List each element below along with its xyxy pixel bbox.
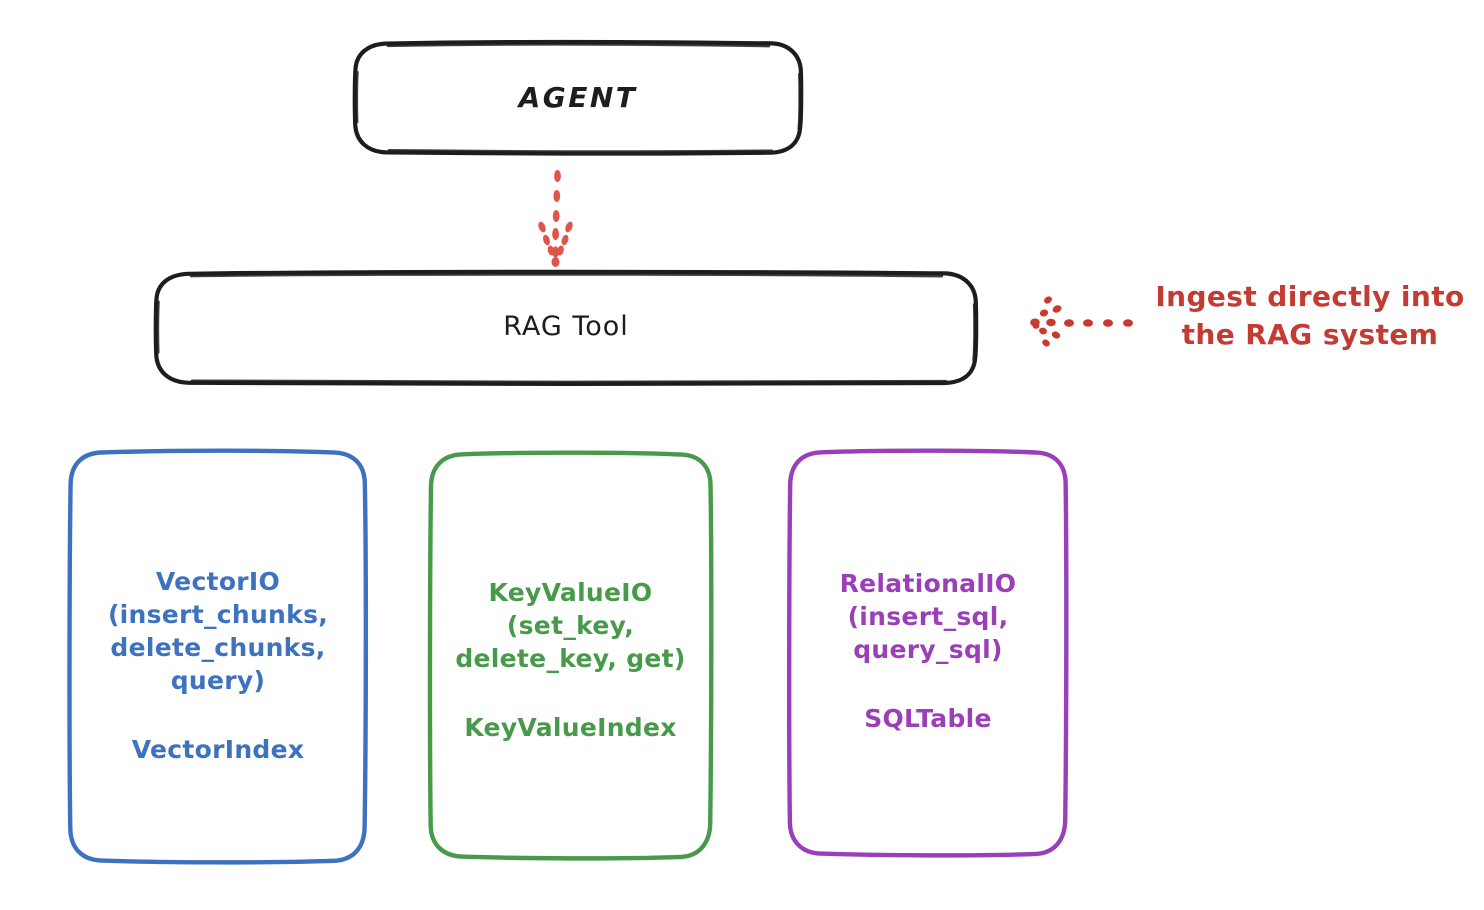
- key-value-io-label: KeyValueIO (set_key, delete_key, get): [455, 577, 686, 673]
- relational-io-content: RelationalIO (insert_sql, query_sql) SQL…: [790, 567, 1066, 733]
- agent-to-rag-tool-arrow: [538, 170, 573, 267]
- vector-io-box-outline: [67, 448, 369, 865]
- relational-io-label: RelationalIO (insert_sql, query_sql): [839, 569, 1017, 664]
- vector-index-label: VectorIndex: [131, 735, 305, 764]
- key-value-index-label: KeyValueIndex: [464, 712, 677, 742]
- vector-io-label: VectorIO (insert_chunks, delete_chunks, …: [107, 567, 329, 695]
- relational-io-node[interactable]: RelationalIO (insert_sql, query_sql) SQL…: [790, 450, 1066, 856]
- agent-box-outline: [352, 39, 804, 156]
- key-value-io-content: KeyValueIO (set_key, delete_key, get) Ke…: [430, 576, 711, 742]
- ingest-annotation-text: Ingest directly into the RAG system: [1155, 280, 1465, 351]
- vector-io-content: VectorIO (insert_chunks, delete_chunks, …: [70, 565, 366, 764]
- key-value-io-box-outline: [427, 450, 714, 861]
- sql-table-label: SQLTable: [864, 704, 992, 733]
- ingest-annotation-arrow: [1030, 296, 1133, 347]
- relational-io-box-outline: [786, 448, 1069, 858]
- rag-tool-label: RAG Tool: [503, 311, 629, 343]
- vector-io-node[interactable]: VectorIO (insert_chunks, delete_chunks, …: [70, 450, 366, 863]
- key-value-io-node[interactable]: KeyValueIO (set_key, delete_key, get) Ke…: [430, 452, 711, 859]
- agent-node[interactable]: AGENT: [355, 42, 801, 153]
- rag-tool-node[interactable]: RAG Tool: [156, 272, 976, 383]
- agent-label: AGENT: [518, 80, 638, 114]
- rag-tool-box-outline: [153, 269, 979, 387]
